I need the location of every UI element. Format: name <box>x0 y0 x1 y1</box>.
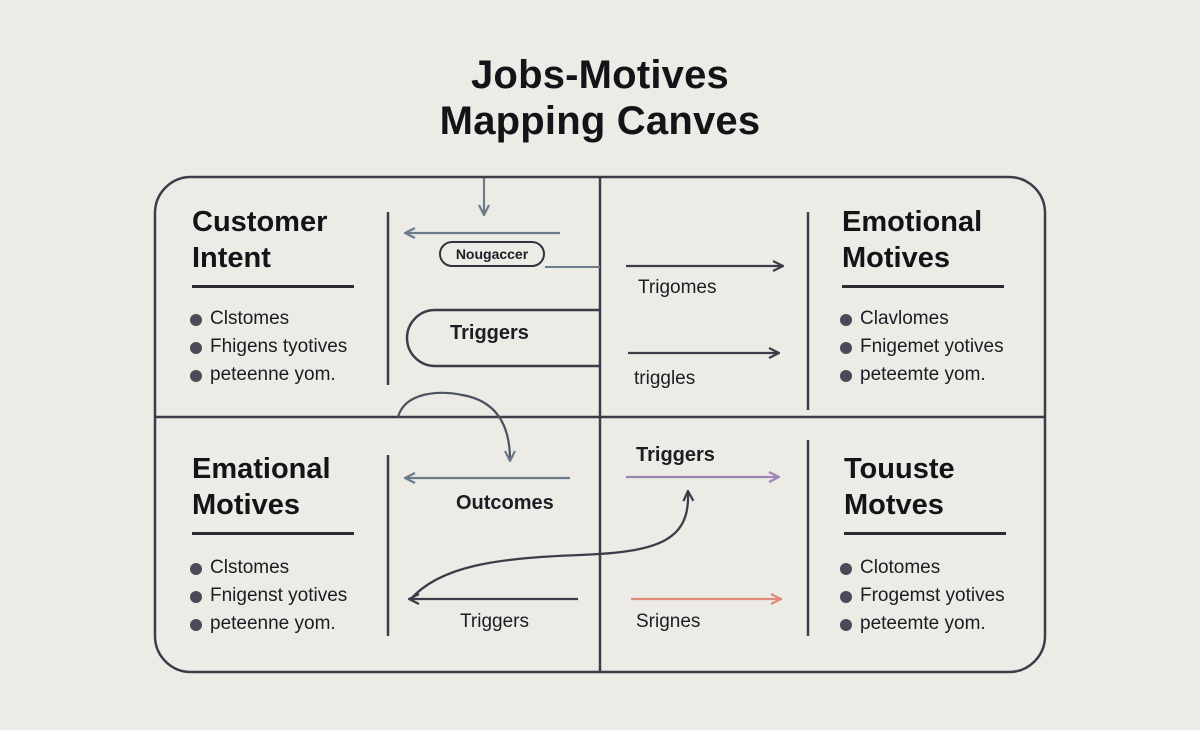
heading-emotional-motives: Emotional Motives <box>842 204 982 276</box>
heading-touuste-motves: Touuste Motves <box>844 451 955 523</box>
label-trigomes: Trigomes <box>638 277 717 298</box>
heading-line: Touuste <box>844 453 955 485</box>
triggers-loop-arrow <box>405 308 600 368</box>
heading-line: Intent <box>192 242 271 274</box>
title-line-2: Mapping Canves <box>439 99 761 143</box>
list-item: Clavlomes <box>840 305 1004 333</box>
label-triggers-loop: Triggers <box>450 322 529 344</box>
heading-rule <box>192 285 354 288</box>
label-outcomes: Outcomes <box>456 492 554 514</box>
list-item: peteenne yom. <box>190 361 347 389</box>
label-srignes: Srignes <box>636 611 701 632</box>
heading-line: Customer <box>192 206 328 238</box>
list-item: Clstomes <box>190 554 347 582</box>
curved-arrow-crossing <box>396 391 510 460</box>
pill-label: Nougaccer <box>439 241 545 267</box>
title-line-1: Jobs-Motives <box>470 53 729 97</box>
canvas-title: Jobs-Motives Mapping Canves <box>0 52 1200 144</box>
heading-line: Motves <box>844 489 944 521</box>
list-item: Clotomes <box>840 554 1005 582</box>
label-triggles: triggles <box>634 368 696 389</box>
list-item: Fnigemet yotives <box>840 333 1004 361</box>
heading-line: Emational <box>192 453 331 485</box>
list-item: Clstomes <box>190 305 347 333</box>
list-item: Frogemst yotives <box>840 582 1005 610</box>
label-triggers-purple: Triggers <box>636 444 715 466</box>
label-triggers-bottom: Triggers <box>460 611 529 632</box>
bullet-list-top-right: Clavlomes Fnigemet yotives peteemte yom. <box>840 305 1004 389</box>
list-item: Fnigenst yotives <box>190 582 347 610</box>
bullet-list-bottom-right: Clotomes Frogemst yotives peteemte yom. <box>840 554 1005 638</box>
heading-line: Motives <box>842 242 950 274</box>
bullet-list-top-left: Clstomes Fhigens tyotives peteenne yom. <box>190 305 347 389</box>
list-item: peteemte yom. <box>840 361 1004 389</box>
bullet-list-bottom-left: Clstomes Fnigenst yotives peteenne yom. <box>190 554 347 638</box>
heading-line: Emotional <box>842 206 983 238</box>
curved-arrow-up <box>409 492 688 601</box>
heading-rule <box>192 532 354 535</box>
heading-line: Motives <box>192 489 300 521</box>
list-item: Fhigens tyotives <box>190 333 347 361</box>
heading-rule <box>844 532 1006 535</box>
list-item: peteemte yom. <box>840 610 1005 638</box>
heading-customer-intent: Customer Intent <box>192 204 327 276</box>
heading-emational-motives: Emational Motives <box>192 451 331 523</box>
list-item: peteenne yom. <box>190 610 347 638</box>
heading-rule <box>842 285 1004 288</box>
